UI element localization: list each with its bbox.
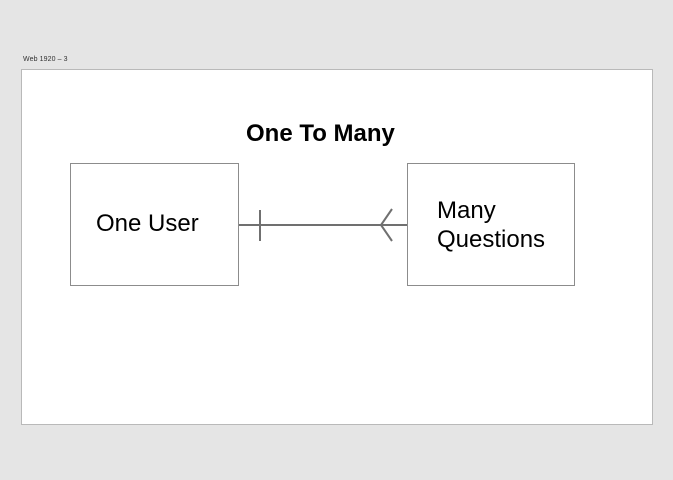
frame-label[interactable]: Web 1920 – 3	[23, 56, 68, 63]
diagram-title: One To Many	[246, 120, 395, 147]
entity-label-one-user: One User	[96, 210, 199, 237]
relationship-connector	[239, 208, 407, 242]
entity-box-one-user[interactable]: One User	[70, 163, 239, 286]
many-cardinality-mark	[379, 208, 393, 242]
entity-box-many-questions[interactable]: Many Questions	[407, 163, 575, 286]
artboard-frame[interactable]: One To Many One User Many Questions	[21, 69, 653, 425]
entity-label-many-questions: Many Questions	[437, 197, 546, 253]
